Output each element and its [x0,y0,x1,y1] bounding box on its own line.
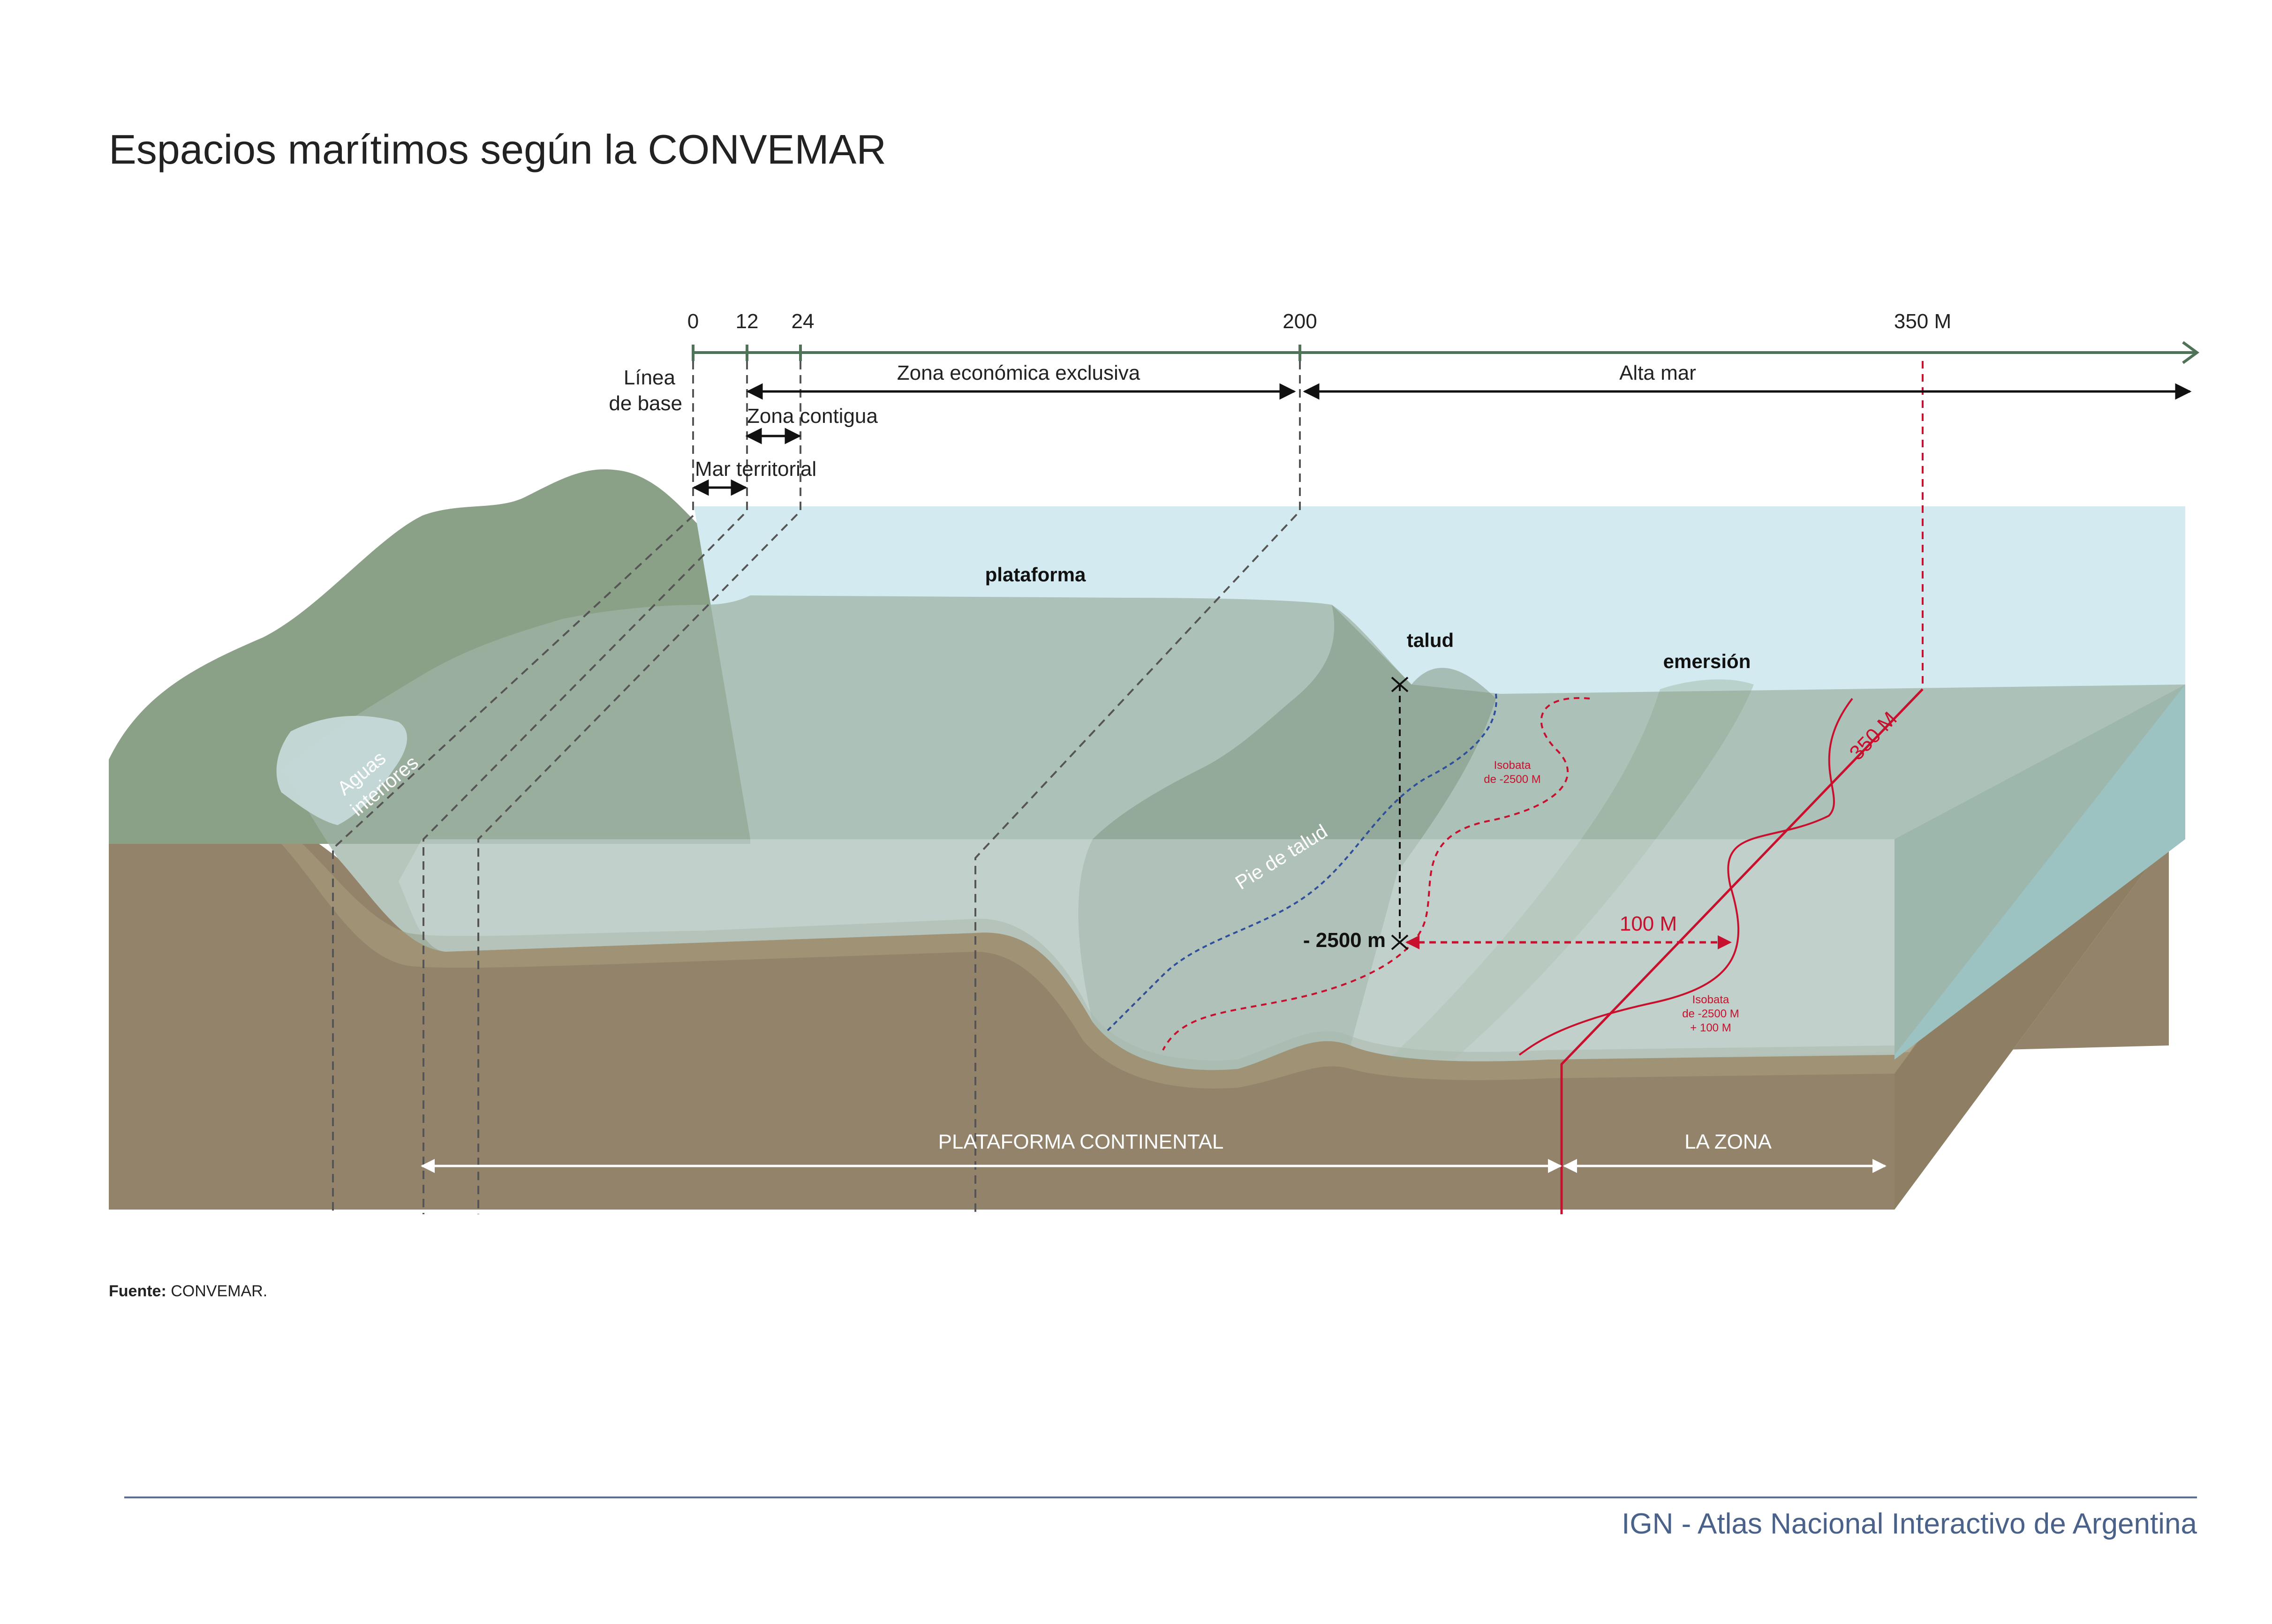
source-text: CONVEMAR. [166,1282,268,1300]
isobata-2500-plus-100-line [1518,698,1853,1056]
axis-ticks [692,345,1301,361]
plataforma-label: plataforma [985,564,1086,586]
pie-talud-line [1106,693,1497,1032]
isobata-1-label-a: Isobata [1494,759,1531,772]
inner-waters-area [276,715,408,825]
tick-0: 0 [687,310,699,333]
emersion-ridge [1388,679,1754,1060]
linea-base-label-2: de base [609,392,682,415]
tick-350: 350 M [1894,310,1951,333]
isobata-1-label-b: de -2500 M [1484,773,1540,786]
sea-front-lower [399,839,1895,1070]
source-label: Fuente: [109,1282,166,1300]
linea-base-label-1: Línea [624,366,676,389]
footer-credit: IGN - Atlas Nacional Interactivo de Arge… [1622,1508,2197,1540]
tick-200: 200 [1283,310,1317,333]
tick-12: 12 [736,310,759,333]
isobata-2-label-b: de -2500 M [1682,1007,1739,1020]
tick-24: 24 [792,310,815,333]
continental-slope [1078,605,1496,1070]
seabed-block [109,800,2169,1210]
alta-mar-label: Alta mar [1619,361,1696,384]
talud-label: talud [1407,629,1454,651]
zona-contigua-label: Zona contigua [747,405,878,428]
plataforma-continental-label: PLATAFORMA CONTINENTAL [938,1130,1224,1153]
page-title: Espacios marítimos según la CONVEMAR [109,126,886,173]
isobata-2-label-c: + 100 M [1690,1022,1731,1034]
mar-territorial-label: Mar territorial [695,458,816,481]
depth-label: - 2500 m [1303,929,1386,952]
emersion-label: emersión [1663,650,1751,672]
zee-label: Zona económica exclusiva [897,361,1140,384]
isobata-2-label-a: Isobata [1692,993,1729,1006]
la-zona-label: LA ZONA [1684,1130,1772,1153]
source-note: Fuente: CONVEMAR. [109,1282,267,1301]
footer-divider [124,1496,2197,1498]
isobata-2500-line [1162,697,1590,1051]
sea-right-face [1895,684,2185,1060]
100m-label: 100 M [1620,912,1677,935]
